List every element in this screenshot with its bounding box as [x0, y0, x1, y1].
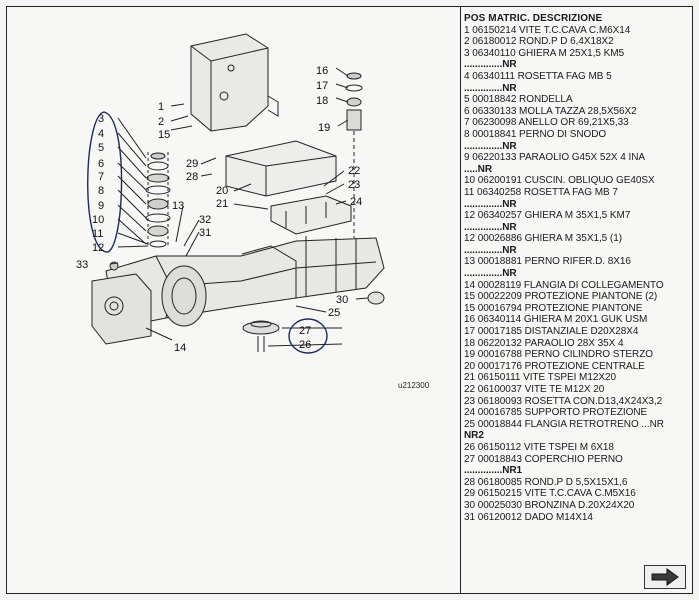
- parts-list-row: 12 06340257 GHIERA M 35X1,5 KM7: [464, 210, 631, 222]
- callout-10: 10: [92, 214, 104, 226]
- parts-list-row: 28 06180085 ROND.P D 5,5X15X1,6: [464, 476, 628, 488]
- parts-list-row: 8 00018841 PERNO DI SNODO: [464, 128, 607, 140]
- parts-list-row: 11 06340258 ROSETTA FAG MB 7: [464, 186, 618, 198]
- parts-list-row: NR2: [464, 430, 484, 442]
- callout-18: 18: [316, 95, 328, 107]
- parts-list-row: 13 00018881 PERNO RIFER.D. 8X16: [464, 256, 631, 268]
- parts-list-row: ..............NR: [464, 221, 517, 233]
- parts-list-row: 14 00028119 FLANGIA DI COLLEGAMENTO: [464, 279, 664, 291]
- callout-32: 32: [199, 214, 211, 226]
- callout-13: 13: [172, 200, 184, 212]
- parts-list-row: 27 00018843 COPERCHIO PERNO: [464, 453, 623, 465]
- parts-list-row: 29 06150215 VITE T.C.CAVA C.M5X16: [464, 488, 636, 500]
- callout-30: 30: [336, 294, 348, 306]
- callout-17: 17: [316, 80, 328, 92]
- callout-31: 31: [199, 227, 211, 239]
- parts-list-row: 7 06230098 ANELLO OR 69,21X5,33: [464, 117, 629, 129]
- parts-list-row: 15 00022209 PROTEZIONE PIANTONE (2): [464, 291, 658, 303]
- parts-list-row: ..............NR: [464, 140, 517, 152]
- parts-list-row: 19 00016788 PERNO CILINDRO STERZO: [464, 349, 653, 361]
- parts-list: POS MATRIC. DESCRIZIONE 1 06150214 VITE …: [462, 6, 693, 594]
- parts-list-row: ..............NR: [464, 59, 517, 71]
- callout-21: 21: [216, 198, 228, 210]
- parts-list-row: ..............NR: [464, 82, 517, 94]
- parts-list-row: 9 06220133 PARAOLIO G45X 52X 4 INA: [464, 152, 646, 164]
- parts-list-row: ..............NR: [464, 198, 517, 210]
- parts-list-row: 22 06100037 VITE TE M12X 20: [464, 384, 605, 395]
- parts-list-row: 5 00018842 RONDELLA: [464, 94, 573, 106]
- parts-list-row: 4 06340111 ROSETTA FAG MB 5: [464, 70, 612, 82]
- callout-19: 19: [318, 122, 330, 134]
- diagram-drawing: 1 2 3 4 5 6 7 8 9 10 11 12 13 14 15 16 1…: [76, 33, 430, 390]
- parts-list-row: 1 06150214 VITE T.C.CAVA C.M6X14: [464, 24, 631, 36]
- parts-list-row: 15 00016794 PROTEZIONE PIANTONE: [464, 302, 643, 314]
- parts-list-row: 24 00016785 SUPPORTO PROTEZIONE: [464, 407, 648, 419]
- parts-list-row: ..............NR1: [464, 465, 523, 477]
- parts-list-header: POS MATRIC. DESCRIZIONE: [464, 13, 603, 24]
- parts-list-row: 12 00026886 GHIERA M 35X1,5 (1): [464, 233, 622, 245]
- parts-list-row: 31 06120012 DADO M14X14: [464, 511, 593, 523]
- parts-list-row: 21 06150111 VITE TSPEI M12X20: [464, 372, 616, 384]
- callout-26: 26: [299, 339, 311, 351]
- parts-list-row: 25 00018844 FLANGIA RETROTRENO ...NR: [464, 418, 664, 430]
- callout-20: 20: [216, 185, 228, 197]
- callout-22: 22: [348, 165, 360, 177]
- callout-16: 16: [316, 65, 328, 77]
- parts-list-row: 2 06180012 ROND.P D 6,4X18X2: [464, 36, 614, 48]
- parts-list-row: 16 06340114 GHIERA M 20X1 GUK USM: [464, 314, 648, 326]
- callout-6: 6: [98, 158, 104, 170]
- callout-4: 4: [98, 128, 104, 140]
- callout-29: 29: [186, 158, 198, 170]
- callout-1: 1: [158, 101, 164, 113]
- parts-list-row: 30 00025030 BRONZINA D.20X24X20: [464, 499, 635, 511]
- callout-11: 11: [92, 228, 103, 240]
- parts-list-row: 18 06220132 PARAOLIO 28X 35X 4: [464, 337, 624, 349]
- callout-28: 28: [186, 171, 198, 183]
- parts-list-row: .....NR: [464, 163, 492, 175]
- callout-23: 23: [348, 179, 360, 191]
- callout-7: 7: [98, 171, 104, 183]
- parts-list-row: ..............NR: [464, 268, 517, 280]
- callout-15: 15: [158, 129, 170, 141]
- callout-3: 3: [98, 113, 104, 125]
- exploded-diagram: 1 2 3 4 5 6 7 8 9 10 11 12 13 14 15 16 1…: [6, 6, 461, 594]
- callout-12: 12: [92, 242, 104, 254]
- arrow-right-icon: [651, 568, 679, 586]
- callout-33: 33: [76, 259, 88, 271]
- callout-25: 25: [328, 307, 340, 319]
- callout-27: 27: [299, 325, 311, 337]
- parts-list-row: 6 06330133 MOLLA TAZZA 28,5X56X2: [464, 105, 637, 117]
- callout-14: 14: [174, 342, 186, 354]
- callout-9: 9: [98, 200, 104, 212]
- parts-list-row: ..............NR: [464, 244, 517, 256]
- parts-list-row: 23 06180093 ROSETTA CON.D13,4X24X3,2: [464, 395, 663, 407]
- parts-list-row: 17 00017185 DISTANZIALE D20X28X4: [464, 326, 639, 338]
- callout-8: 8: [98, 185, 104, 197]
- callout-2: 2: [158, 116, 164, 128]
- parts-list-row: 26 06150112 VITE TSPEI M 6X18: [464, 441, 614, 453]
- drawing-reference: u212300: [398, 381, 430, 390]
- parts-list-row: 3 06340110 GHIERA M 25X1,5 KM5: [464, 47, 625, 59]
- callout-5: 5: [98, 142, 104, 154]
- callout-24: 24: [350, 196, 362, 208]
- parts-list-row: 10 06200191 CUSCIN. OBLIQUO GE40SX: [464, 175, 655, 187]
- parts-list-row: 20 00017176 PROTEZIONE CENTRALE: [464, 360, 645, 372]
- next-page-button[interactable]: [644, 565, 686, 589]
